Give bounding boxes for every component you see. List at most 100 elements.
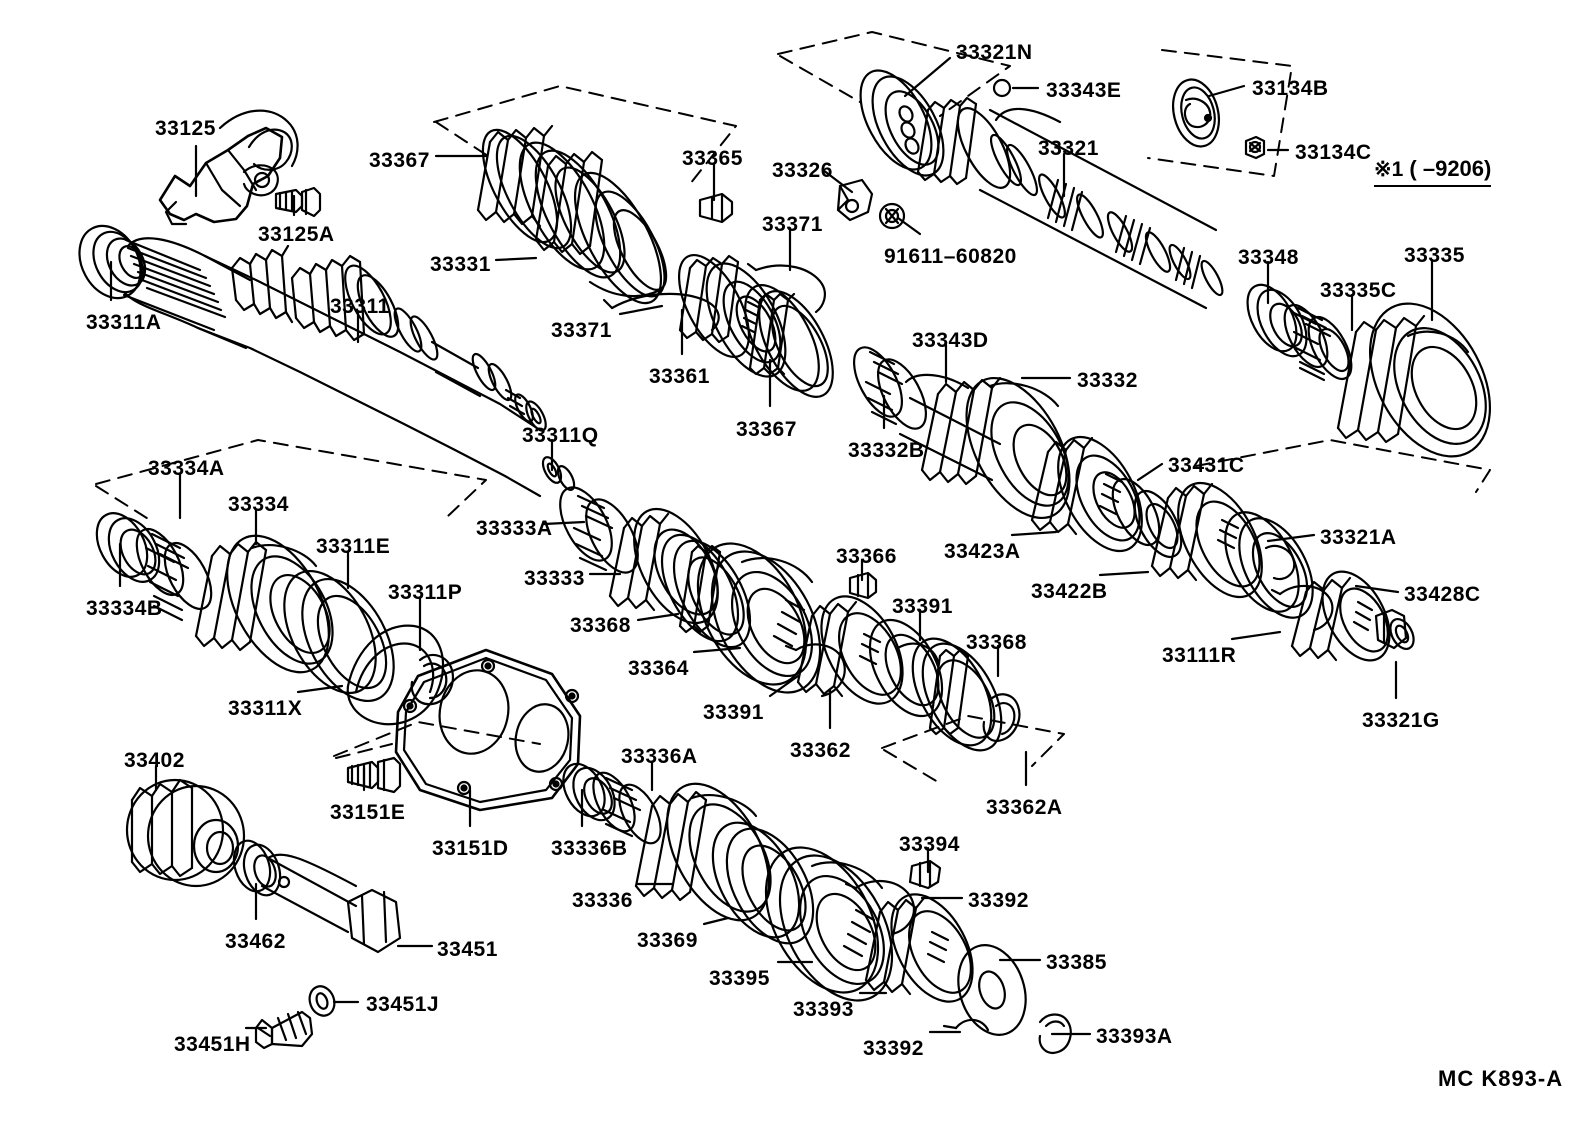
part-number-33368: 33368 — [966, 631, 1027, 654]
group-box-33335 — [1195, 439, 1491, 493]
part-number-33336A: 33336A — [621, 745, 698, 768]
part-33362-gear — [796, 595, 904, 705]
part-33392-ring-b — [942, 1018, 990, 1032]
part-33391-ring-b — [868, 618, 944, 718]
part-number-33451H: 33451H — [174, 1033, 251, 1056]
part-33348-washer — [1246, 283, 1308, 358]
group-box-33321N — [777, 31, 1011, 117]
part-number-33134C: 33134C — [1295, 141, 1372, 164]
part-number-33422B: 33422B — [1031, 580, 1108, 603]
part-33423A-gear — [1030, 435, 1143, 553]
part-number-33334A: 33334A — [148, 457, 225, 480]
leader-line — [1354, 584, 1400, 594]
part-number-33393: 33393 — [793, 998, 854, 1021]
part-33334B-ring — [95, 512, 161, 583]
part-number-33392: 33392 — [863, 1037, 924, 1060]
part-33422B-gear — [1150, 481, 1263, 599]
part-number-33367: 33367 — [736, 418, 797, 441]
part-number-33365: 33365 — [682, 147, 743, 170]
part-33393-gear — [864, 893, 974, 1003]
leader-line — [1207, 84, 1246, 98]
part-number-33335: 33335 — [1404, 244, 1465, 267]
part-33151D-plate — [394, 648, 582, 812]
part-33125-bracket — [158, 109, 299, 226]
part-33321-counter-shaft — [916, 96, 1224, 310]
part-number-33371: 33371 — [762, 213, 823, 236]
part-number-33392: 33392 — [968, 889, 1029, 912]
part-number-33362A: 33362A — [986, 796, 1063, 819]
part-number-33332B: 33332B — [848, 439, 925, 462]
part-33311P-ring — [410, 653, 454, 706]
part-number-33395: 33395 — [709, 967, 770, 990]
leader-line — [636, 612, 680, 622]
part-number-33393A: 33393A — [1096, 1025, 1173, 1048]
part-33451H-bolt — [254, 1010, 314, 1050]
leader-line — [296, 684, 344, 694]
part-33335C-sleeve — [1283, 303, 1353, 382]
part-33367-33331-synchro-cluster — [476, 124, 668, 305]
part-number-33311Q: 33311Q — [522, 424, 599, 447]
part-number-33367: 33367 — [369, 149, 430, 172]
leader-line — [1010, 530, 1058, 537]
part-number-33361: 33361 — [649, 365, 710, 388]
part-number-33385: 33385 — [1046, 951, 1107, 974]
part-number-9161160820: 91611–60820 — [884, 245, 1017, 268]
part-number-33336B: 33336B — [551, 837, 628, 860]
leader-line — [903, 56, 952, 98]
leader-line — [1136, 462, 1164, 482]
sheet-code: MC K893-A — [1438, 1066, 1564, 1091]
part-number-33462: 33462 — [225, 930, 286, 953]
part-33385-washer — [957, 944, 1027, 1036]
part-33134C-nut — [1244, 135, 1266, 160]
part-33111R-ring — [1270, 584, 1334, 632]
part-number-33111R: 33111R — [1162, 644, 1237, 667]
part-33366-key — [848, 571, 878, 600]
leader-line — [618, 304, 664, 316]
part-33311-main-shaft — [122, 237, 576, 498]
part-33326-clip — [836, 178, 874, 222]
part-33394-key — [908, 859, 942, 890]
part-33364-gear — [696, 542, 822, 694]
leader-line — [702, 916, 730, 926]
footnote-range: ( –9206) — [1409, 156, 1492, 181]
part-number-33371: 33371 — [551, 319, 612, 342]
part-33365-key — [698, 192, 734, 224]
part-number-33343D: 33343D — [912, 329, 989, 352]
part-number-33402: 33402 — [124, 749, 185, 772]
part-33321N-bearing — [859, 69, 945, 177]
part-33336-gear — [634, 782, 772, 922]
part-33428C-gear — [1290, 570, 1391, 662]
part-33368-ring-a — [660, 533, 752, 649]
part-number-33151D: 33151D — [432, 837, 509, 860]
part-number-33311A: 33311A — [86, 311, 162, 334]
part-number-33311: 33311 — [330, 295, 390, 318]
group-box-33134 — [1147, 49, 1293, 177]
part-33311E-ring — [283, 569, 395, 703]
group-box-33151 — [333, 721, 541, 757]
part-number-33366: 33366 — [836, 545, 897, 568]
part-33151E-bolt — [346, 756, 402, 794]
part-number-33428C: 33428C — [1404, 583, 1481, 606]
part-number-33125: 33125 — [155, 117, 216, 140]
part-33333-gear — [608, 507, 719, 625]
part-33393A-snap-ring — [1038, 1013, 1072, 1054]
group-box-33362A — [881, 715, 1065, 767]
part-33335-gear — [1336, 302, 1492, 458]
part-number-33335C: 33335C — [1320, 279, 1397, 302]
part-91611-60820-ball — [878, 202, 906, 230]
part-number-33391: 33391 — [892, 595, 953, 618]
part-33333A-hub — [559, 486, 639, 574]
part-number-33348: 33348 — [1238, 246, 1299, 269]
part-33367-ring-lower — [744, 284, 834, 398]
part-33334A-splined-hub — [135, 528, 213, 622]
part-33368-ring-b — [911, 637, 1003, 752]
group-box-33334A — [95, 439, 487, 517]
part-number-33431C: 33431C — [1168, 454, 1245, 477]
part-33451-shaft — [260, 853, 402, 954]
leader-line — [896, 216, 922, 236]
part-number-33332: 33332 — [1077, 369, 1138, 392]
part-number-33151E: 33151E — [330, 801, 406, 824]
part-33451J-washer — [308, 985, 336, 1017]
